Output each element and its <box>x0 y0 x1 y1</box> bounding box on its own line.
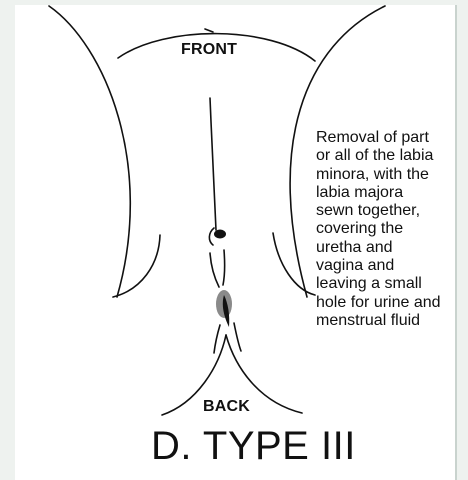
procedure-description: Removal of part or all of the labia mino… <box>316 129 455 330</box>
labia-line-right <box>223 250 225 285</box>
lower-fold-left <box>214 325 220 353</box>
front-tick <box>205 29 213 32</box>
diagram-title: D. TYPE III <box>151 424 356 469</box>
left-thigh-outline <box>49 6 130 297</box>
canvas-border <box>455 5 457 480</box>
urethral-opening <box>214 230 226 239</box>
sewn-midline <box>210 98 216 230</box>
clitoral-hood-left <box>209 228 214 245</box>
diagram-canvas: FRONT BACK Removal of part or all of the… <box>15 5 455 480</box>
front-label: FRONT <box>181 41 237 59</box>
right-labia-majora-curve <box>273 233 315 295</box>
back-label: BACK <box>203 398 250 416</box>
lower-fold-right <box>234 323 241 351</box>
labia-line-left <box>210 253 219 287</box>
